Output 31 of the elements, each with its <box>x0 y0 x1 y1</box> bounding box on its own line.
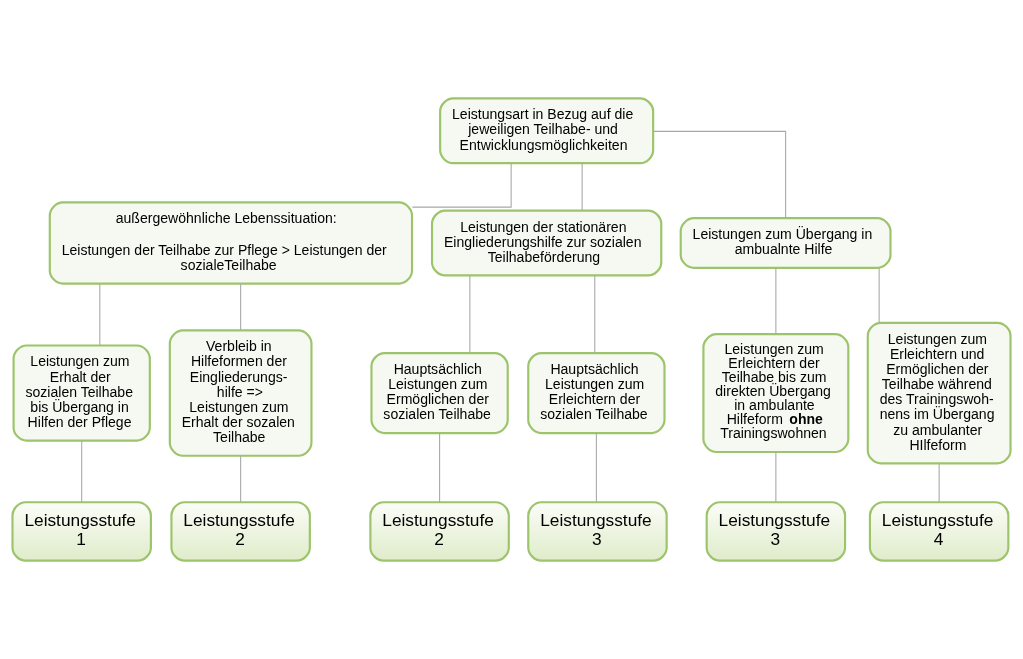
connector <box>938 462 940 503</box>
connector <box>581 162 583 211</box>
connector <box>81 440 83 503</box>
node-box: Leistungen zum Erleichtern und Ermöglichen der Teilhabe während des Trainingswoh- nens im Übergang zu ambulanter HIlfeform <box>866 321 1012 465</box>
node-box: Leistungsstufe 1 <box>11 501 152 562</box>
node-box: Hauptsächlich Leistungen zum Ermöglichen der sozialen Teilhabe <box>370 352 509 435</box>
node-box: Leistungsstufe 3 <box>527 501 668 562</box>
connector <box>775 267 777 335</box>
connector <box>775 451 777 503</box>
node-box: Verbleib in Hilfeformen der Eingliederungs- hilfe => Leistungen zum Erhalt der sozalen Teilhabe <box>168 329 313 457</box>
connector <box>878 267 880 324</box>
node-box: Leistungsstufe 4 <box>868 501 1010 562</box>
node-box: Leistungsstufe 2 <box>170 501 311 562</box>
connector <box>240 455 242 503</box>
node-box: Leistungen zum Übergang in ambualnte Hilfe <box>679 217 892 269</box>
connector <box>439 432 441 503</box>
connector <box>652 130 787 219</box>
connector <box>99 283 101 347</box>
node-box: Leistungen zum Erleichtern der Teilhabe bis zum direkten Übergang in ambulante Hilfeform ohne Trainingswohnen <box>702 333 850 454</box>
connector <box>595 432 597 503</box>
connector <box>469 275 471 354</box>
node-box: Leistungsstufe 2 <box>369 501 510 562</box>
node-box: Leistungen zum Erhalt der sozialen Teilhabe bis Übergang in Hilfen der Pflege <box>12 344 151 442</box>
node-box: außergewöhnliche Lebenssituation: Leistungen der Teilhabe zur Pflege > Leistungen der sozialeTeilhabe <box>48 201 414 285</box>
node-box: Leistungen der stationären Eingliederungshilfe zur sozialen Teilhabeförderung <box>430 209 663 277</box>
node-box: Hauptsächlich Leistungen zum Erleichtern der sozialen Teilhabe <box>527 352 666 435</box>
connector <box>411 163 512 208</box>
node-box: Leistungsart in Bezug auf die jeweiligen Teilhabe- und Entwicklungsmöglichkeiten <box>439 97 655 165</box>
connector <box>240 283 242 331</box>
connector <box>594 275 596 354</box>
node-box: Leistungsstufe 3 <box>705 501 847 562</box>
